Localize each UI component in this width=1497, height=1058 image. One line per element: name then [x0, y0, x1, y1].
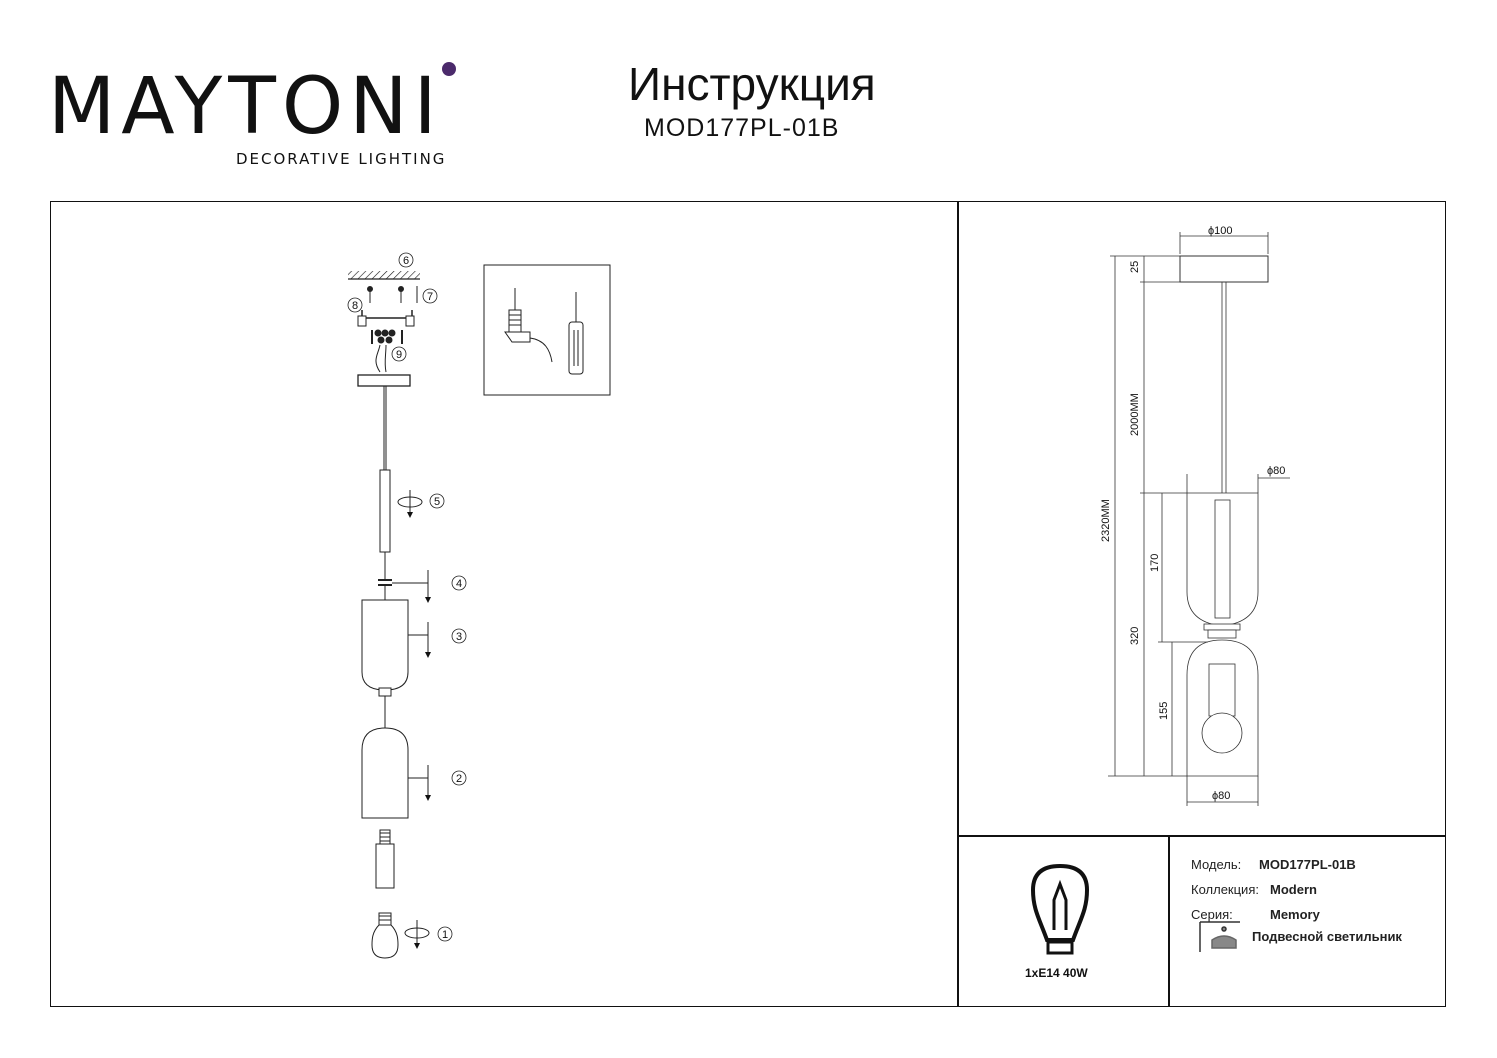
- document-model: MOD177PL-01B: [644, 114, 840, 142]
- frame-divider-horizontal: [957, 835, 1446, 837]
- series-value: Memory: [1270, 907, 1320, 922]
- rotate-icon: [404, 920, 430, 949]
- drawing-frame: [50, 201, 1446, 1007]
- dimension-drawing: [1108, 232, 1290, 806]
- rotate-icon: [397, 490, 423, 518]
- step-number-2: 2: [456, 773, 462, 785]
- canopy: [357, 374, 411, 387]
- screwdriver-icon: [568, 292, 584, 375]
- lamp-socket: [375, 843, 395, 889]
- dim-body-height: 320: [1129, 627, 1141, 645]
- ceiling-hatch: [348, 271, 420, 279]
- terminal-block: [371, 329, 403, 373]
- series-label: Серия:: [1191, 907, 1233, 922]
- logo-accent-dot: [442, 62, 456, 76]
- assembly-diagram: [348, 271, 431, 959]
- document-title: Инструкция: [628, 58, 876, 110]
- mounting-bracket: [361, 310, 413, 319]
- type-value: Подвесной светильник: [1252, 929, 1402, 944]
- collection-label: Коллекция:: [1191, 882, 1259, 897]
- step-number-3: 3: [456, 631, 462, 643]
- spec-divider: [1168, 835, 1170, 1007]
- rod: [379, 469, 391, 553]
- bulb-spec: 1xE14 40W: [1025, 966, 1088, 980]
- light-bulb-icon: [1030, 863, 1090, 955]
- brand-logo: MAYTONI DECORATIVE LIGHTING: [48, 62, 468, 172]
- step-number-5: 5: [434, 496, 440, 508]
- bulb-icon: [371, 912, 399, 959]
- step-number-1: 1: [442, 929, 448, 941]
- model-value: MOD177PL-01B: [1259, 857, 1356, 872]
- model-label: Модель:: [1191, 857, 1242, 872]
- dim-cable-length: 2000MM: [1129, 393, 1141, 436]
- pendant-lamp-icon: [1199, 921, 1240, 952]
- tools-inset: [483, 264, 611, 396]
- brand-name: MAYTONI: [48, 62, 443, 152]
- brand-tagline: DECORATIVE LIGHTING: [236, 150, 447, 168]
- step-number-6: 6: [403, 255, 409, 267]
- frame-divider-vertical: [957, 201, 959, 1007]
- step-number-9: 9: [396, 349, 402, 361]
- upper-shade: [361, 599, 409, 691]
- step-number-7: 7: [427, 291, 433, 303]
- dim-canopy-height: 25: [1129, 261, 1141, 273]
- collection-value: Modern: [1270, 882, 1317, 897]
- dim-lower-height: 155: [1158, 702, 1170, 720]
- lower-shade: [361, 727, 409, 819]
- step-number-8: 8: [352, 300, 358, 312]
- screw-icon: [367, 286, 404, 303]
- drill-icon: [504, 288, 553, 363]
- dim-lower-diameter: ϕ80: [1212, 790, 1230, 802]
- dim-total-height: 2320MM: [1100, 499, 1112, 542]
- dim-upper-diameter: ϕ80: [1267, 465, 1285, 477]
- canopy-outline: [1179, 255, 1269, 283]
- dim-canopy-diameter: ϕ100: [1208, 225, 1233, 237]
- step-number-4: 4: [456, 578, 462, 590]
- dim-upper-height: 170: [1149, 554, 1161, 572]
